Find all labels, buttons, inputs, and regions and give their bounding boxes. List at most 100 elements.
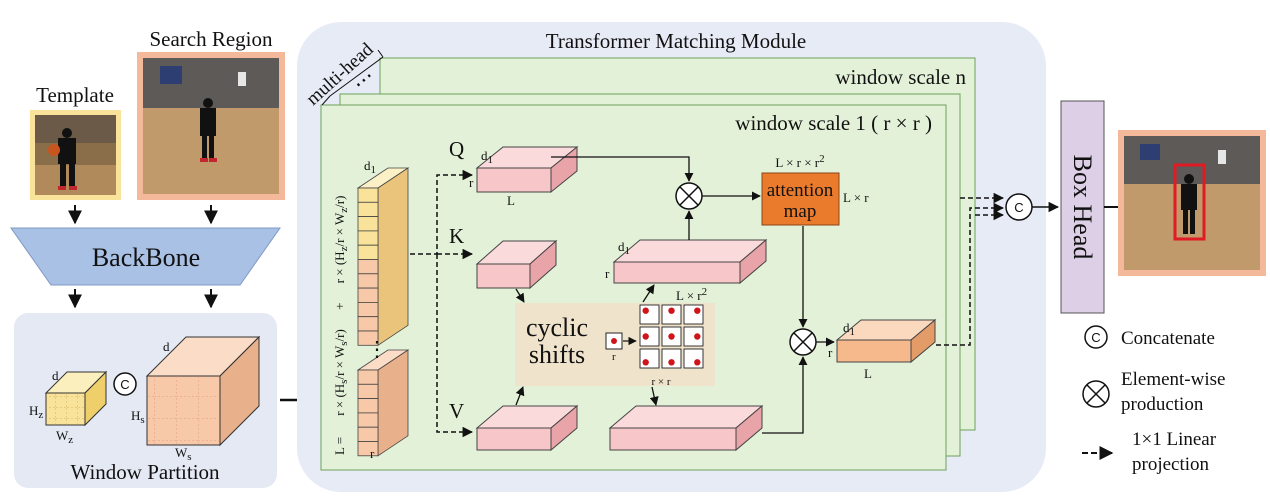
token-cell bbox=[357, 187, 379, 203]
token-column bbox=[356, 167, 410, 457]
token-column-vdots: ⋮ bbox=[367, 337, 388, 361]
v-label: V bbox=[449, 399, 464, 423]
template-image bbox=[30, 110, 121, 200]
shifted-value-slab bbox=[608, 404, 764, 452]
shift-window-dot bbox=[668, 359, 675, 366]
legend-concatenate: Concatenate bbox=[1121, 328, 1215, 349]
cyclic-label: cyclic bbox=[526, 313, 588, 342]
q-d1-label: d1 bbox=[481, 148, 493, 166]
shift-window-dot bbox=[668, 307, 675, 314]
token-cell bbox=[357, 301, 379, 318]
legend-linear-2: projection bbox=[1132, 454, 1210, 475]
query-slab bbox=[475, 145, 579, 194]
legend-elementwise-2: production bbox=[1121, 394, 1204, 415]
cube-hs-label: Hs bbox=[131, 408, 145, 426]
shift-window bbox=[639, 304, 660, 325]
token-cell bbox=[357, 330, 379, 346]
backbone-block: BackBone bbox=[10, 227, 281, 286]
token-cell bbox=[357, 259, 379, 275]
module-title: Transformer Matching Module bbox=[546, 29, 807, 53]
vertical-formula: L = r × (Hs/r × Ws/r) + r × (Hz/r × Wz/r… bbox=[332, 196, 350, 455]
multiply-icon-top bbox=[675, 182, 703, 210]
shifted-k-size-label: L × r2 bbox=[676, 286, 707, 303]
template-title: Template bbox=[36, 83, 114, 107]
token-cell bbox=[357, 244, 379, 260]
tracking-box bbox=[1173, 163, 1206, 241]
partition-concat-letter: C bbox=[120, 377, 129, 392]
shift-window bbox=[661, 348, 682, 369]
arrow-shift-to-kslab bbox=[642, 284, 655, 303]
k-label: K bbox=[449, 224, 464, 248]
shift-grid-label: r × r bbox=[651, 376, 670, 388]
shift-grid bbox=[639, 304, 704, 369]
attention-label: attention bbox=[767, 180, 834, 201]
shifted-k-d1-label: d1 bbox=[618, 239, 630, 257]
arrow-k-to-shift bbox=[515, 288, 525, 303]
shift-window bbox=[661, 304, 682, 325]
cube-hz-label: Hz bbox=[29, 403, 43, 421]
projection-to-q bbox=[410, 169, 474, 255]
attention-map-block: attention map bbox=[761, 172, 840, 226]
legend-linear-1: 1×1 Linear bbox=[1132, 429, 1217, 450]
token-cell bbox=[357, 398, 379, 414]
token-column-side bbox=[377, 167, 409, 347]
projection-to-v bbox=[436, 254, 474, 438]
token-cell bbox=[357, 216, 379, 232]
shift-window-dot bbox=[642, 307, 649, 314]
arrow-shift-to-vslab bbox=[649, 386, 659, 406]
legend-concat-icon bbox=[1084, 325, 1108, 349]
template-cube bbox=[44, 370, 108, 427]
window-partition-panel: d Hz Wz C d Hs Ws Window Partition bbox=[14, 313, 277, 488]
legend: C Concatenate Element-wise production 1×… bbox=[1082, 325, 1225, 475]
token-d1-label: d1 bbox=[364, 158, 376, 176]
value-slab bbox=[475, 404, 579, 452]
output-r-label: r bbox=[828, 345, 833, 360]
arrow-vshift-to-mul2 bbox=[762, 356, 808, 434]
box-head-label: Box Head bbox=[1068, 155, 1097, 260]
output-L-label: L bbox=[864, 366, 872, 381]
token-r-label: r bbox=[370, 446, 375, 461]
cube-ws-label: Ws bbox=[175, 445, 192, 463]
token-cell bbox=[357, 230, 379, 246]
cube-wz-label: Wz bbox=[56, 428, 73, 446]
token-cell bbox=[357, 287, 379, 303]
attention-size-right: L × r bbox=[843, 190, 869, 205]
shift-window-dot bbox=[642, 359, 649, 366]
shift-window-dot bbox=[668, 333, 675, 340]
arrow-q-to-mul bbox=[551, 156, 694, 182]
source-window-r: r bbox=[612, 351, 616, 363]
output-slab bbox=[835, 318, 937, 364]
legend-concat-letter: C bbox=[1091, 330, 1100, 345]
token-cell bbox=[357, 273, 379, 289]
attention-size-top: L × r × r2 bbox=[775, 153, 824, 170]
shift-window-dot bbox=[694, 359, 701, 366]
token-cell bbox=[357, 201, 379, 218]
key-slab bbox=[475, 239, 558, 290]
projection-out-1 bbox=[936, 202, 1005, 346]
token-cell bbox=[357, 383, 379, 399]
shifts-label: shifts bbox=[529, 340, 585, 369]
multiply-icon-bottom bbox=[789, 328, 817, 356]
legend-elementwise-1: Element-wise bbox=[1121, 369, 1225, 390]
shifted-k-r-label: r bbox=[605, 266, 610, 281]
concat-icon-letter: C bbox=[1014, 200, 1023, 215]
source-window-dot bbox=[611, 338, 617, 344]
search-cube bbox=[145, 335, 261, 447]
partition-concat-icon bbox=[113, 372, 137, 396]
box-head-block: Box Head bbox=[1060, 100, 1105, 314]
q-label: Q bbox=[449, 137, 464, 161]
shift-window-dot bbox=[694, 333, 701, 340]
token-cell bbox=[357, 369, 379, 385]
token-cell bbox=[357, 426, 379, 442]
cube-d-big: d bbox=[163, 339, 170, 354]
shift-window-dot bbox=[694, 307, 701, 314]
search-region-title: Search Region bbox=[149, 27, 273, 51]
q-L-label: L bbox=[507, 193, 515, 208]
search-region-image bbox=[137, 52, 285, 200]
backbone-label: BackBone bbox=[92, 243, 200, 272]
shifted-key-slab bbox=[612, 238, 768, 285]
shift-window-dot bbox=[642, 333, 649, 340]
window-scale-1-label: window scale 1 ( r × r ) bbox=[735, 111, 932, 135]
multi-head-bracket bbox=[321, 49, 384, 106]
